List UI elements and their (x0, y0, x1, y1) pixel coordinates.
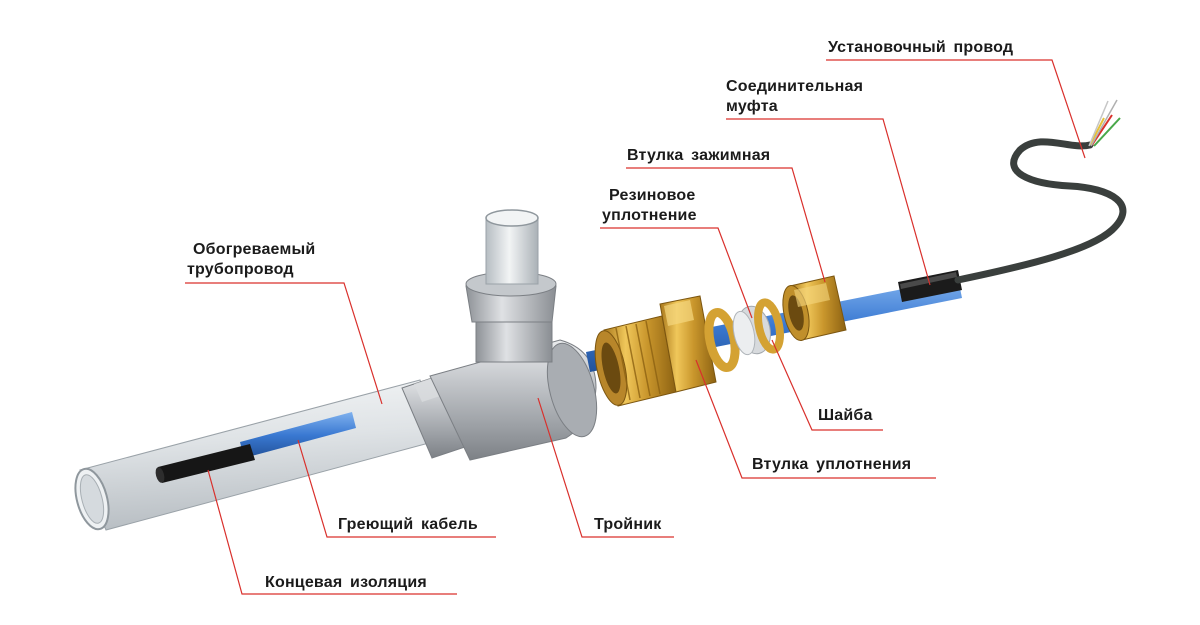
end-insulation (155, 444, 255, 483)
installation-wire (954, 99, 1127, 284)
leader-connecting-coupling (726, 118, 931, 286)
leader-clamping-sleeve (626, 167, 826, 283)
label-seal-sleeve: Втулка уплотнения (752, 456, 912, 473)
label-washer: Шайба (818, 407, 873, 424)
seal-sleeve-part (594, 295, 717, 407)
clamping-sleeve-part (782, 275, 847, 342)
label-heated-pipeline-line1: Обогреваемый (193, 241, 316, 258)
label-rubber-seal-line1: Резиновое (609, 187, 696, 204)
washer-part-2 (754, 298, 784, 354)
leader-seal-sleeve (695, 359, 936, 479)
leader-washer (771, 339, 883, 431)
label-heating-cable: Греющий кабель (338, 516, 478, 533)
leader-lines (185, 59, 1086, 595)
tee-fitting (401, 209, 598, 461)
leader-tee (537, 397, 674, 538)
label-rubber-seal-line2: уплотнение (602, 207, 697, 224)
leader-rubber-seal (600, 227, 753, 319)
label-clamping-sleeve: Втулка зажимная (627, 147, 771, 164)
leader-installation-wire (826, 59, 1086, 159)
label-heated-pipeline-line2: трубопровод (187, 261, 294, 278)
leader-heated-pipeline (185, 282, 383, 405)
label-connecting-coupling-line2: муфта (726, 98, 778, 115)
leader-heating-cable (297, 439, 496, 538)
label-installation-wire: Установочный провод (828, 39, 1014, 56)
label-connecting-coupling-line1: Соединительная (726, 78, 864, 95)
label-tee: Тройник (594, 516, 662, 533)
heated-pipeline (74, 379, 441, 531)
leader-end-insulation (207, 469, 457, 595)
label-end-insulation: Концевая изоляция (265, 574, 427, 591)
heating-cable-inside-pipe (240, 412, 356, 458)
washer-part-1 (704, 307, 740, 373)
